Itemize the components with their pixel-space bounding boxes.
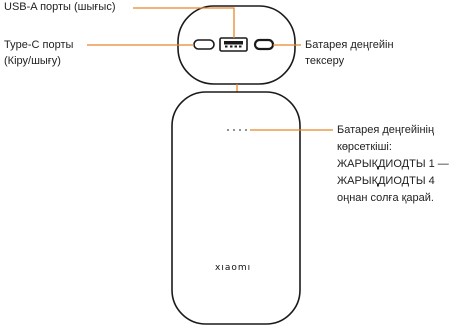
led-1-icon: [245, 129, 247, 131]
led-2-icon: [239, 129, 241, 131]
led-3-icon: [233, 129, 235, 131]
device-front-view: [171, 91, 301, 325]
type-c-port: [193, 39, 215, 50]
label-battery-check-2: тексеру: [305, 55, 345, 67]
label-battery-check-1: Батарея деңгейін: [305, 39, 394, 51]
label-indicator-2: көрсеткіші:: [337, 141, 392, 153]
label-usb-a: USB-A порты (шығыс): [4, 1, 116, 13]
usb-a-port-tongue: [224, 41, 243, 45]
label-indicator-4: ЖАРЫҚДИОДТЫ 4: [337, 175, 435, 187]
label-indicator-1: Батарея деңгейінің: [337, 124, 435, 136]
label-indicator-3: ЖАРЫҚДИОДТЫ 1 —: [337, 158, 449, 170]
label-type-c-1: Type-C порты: [4, 39, 74, 51]
callout-usb-a: [133, 7, 235, 38]
label-indicator-5: оңнан солға қарай.: [337, 192, 434, 204]
battery-check-button: [253, 38, 275, 51]
led-4-icon: [227, 129, 229, 131]
label-type-c-2: (Кіру/шығу): [4, 55, 61, 67]
xiaomi-logo: xıaomı: [215, 263, 252, 273]
